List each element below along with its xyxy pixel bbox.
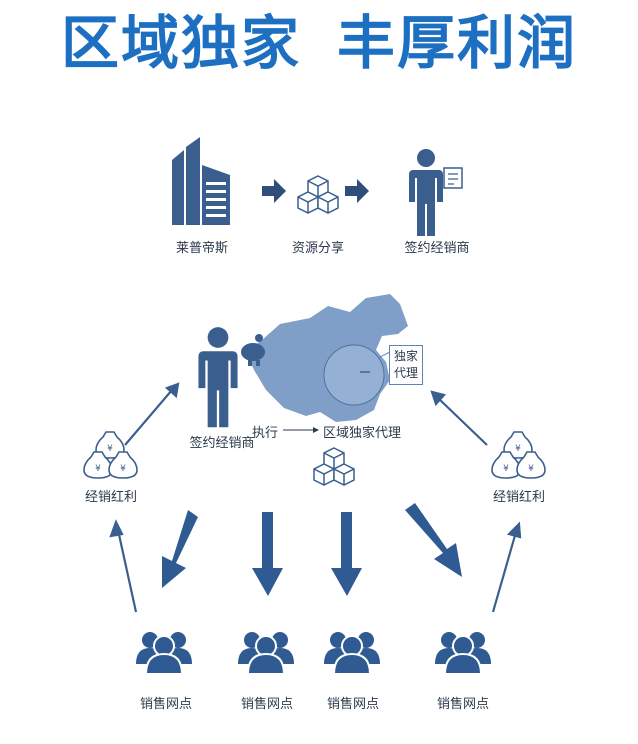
label-outlet-2: 销售网点: [240, 697, 294, 712]
map-tag-line2: 代理: [394, 366, 419, 380]
label-outlet-4: 销售网点: [436, 697, 490, 712]
arrow-right-icon: [345, 179, 369, 203]
cubes-center-icon: [313, 447, 355, 486]
thin-arrows: [109, 382, 522, 613]
label-dealer-center: 签约经销商: [189, 436, 255, 451]
label-execute: 执行: [251, 426, 279, 441]
label-rebate-right: 经销红利: [492, 490, 546, 505]
arrow-right-icon: [262, 179, 286, 203]
label-outlet-3: 销售网点: [326, 697, 380, 712]
piggy-bank-icon: [241, 334, 265, 366]
cubes-icon: [297, 175, 339, 214]
china-map: [246, 294, 408, 422]
label-dealer-top: 签约经销商: [404, 241, 470, 256]
title-left: 区域独家: [60, 9, 301, 77]
title-right: 丰厚利润: [337, 9, 578, 77]
thick-arrows: [162, 503, 462, 596]
label-company: 莱普帝斯: [175, 241, 229, 256]
building-icon: [172, 137, 230, 225]
label-outlet-1: 销售网点: [139, 697, 193, 712]
map-exclusive-tag: 独家 代理: [389, 345, 424, 385]
label-exclusive: 区域独家代理: [322, 426, 402, 441]
outlet-icons: [135, 631, 492, 675]
map-tag-line1: 独家: [394, 349, 419, 363]
money-bags-right-icon: [491, 431, 546, 479]
dealer-center-icon: [198, 327, 238, 428]
dealer-icon: [409, 149, 463, 236]
label-rebate-left: 经销红利: [84, 490, 138, 505]
page-title: 区域独家丰厚利润: [0, 8, 638, 78]
label-resource: 资源分享: [291, 241, 345, 256]
